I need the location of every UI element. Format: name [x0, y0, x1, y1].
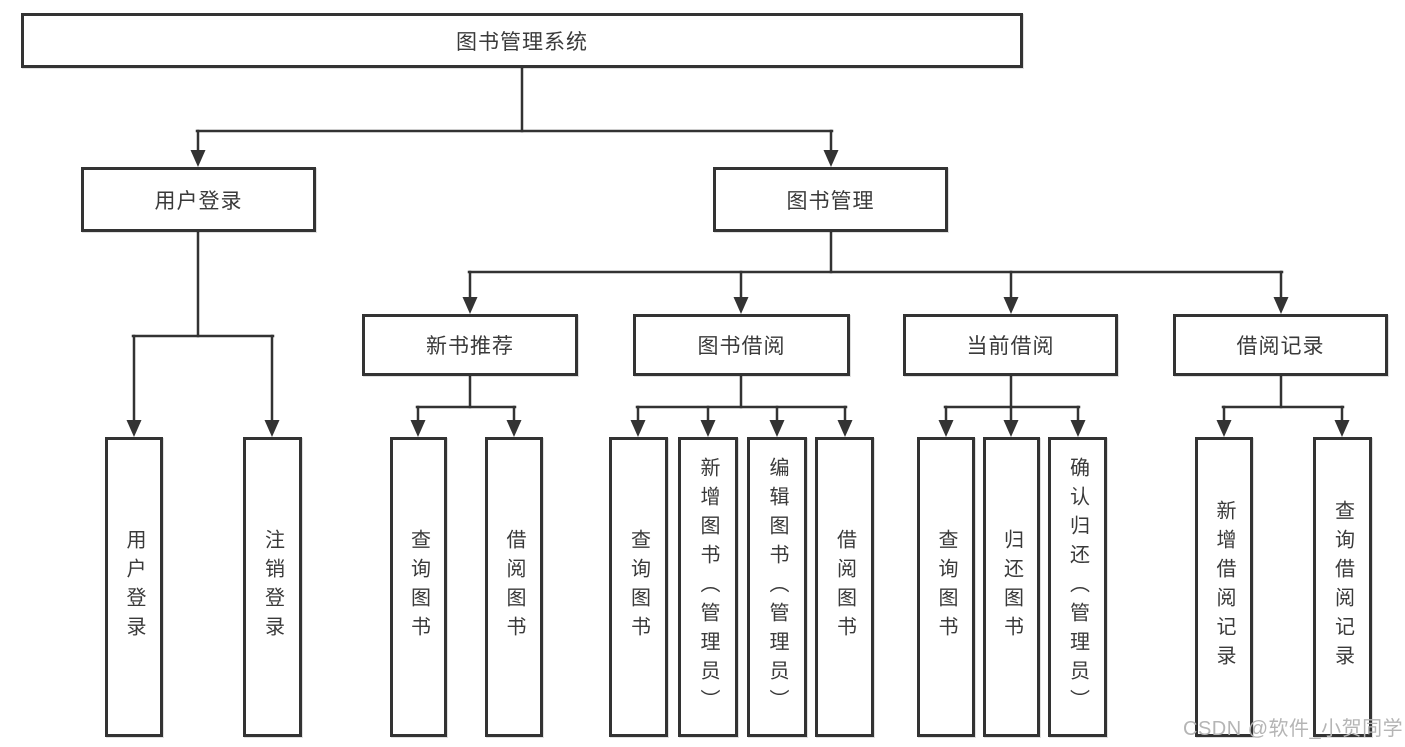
node-current-borrow: 当前借阅	[903, 314, 1118, 376]
leaf-borrow-books: 借阅图书	[815, 437, 874, 737]
leaf-label: 查询借阅记录	[1331, 500, 1354, 674]
leaf-label: 查询图书	[627, 529, 650, 645]
leaf-label: 新增借阅记录	[1213, 500, 1235, 674]
node-new-book-recommend: 新书推荐	[362, 314, 578, 376]
leaf-label: 查询图书	[935, 529, 957, 645]
node-book-borrow: 图书借阅	[633, 314, 850, 376]
leaf-logout: 注销登录	[243, 437, 302, 737]
leaf-query-books-borrow: 查询图书	[609, 437, 668, 737]
leaf-label: 归还图书	[1000, 529, 1023, 645]
leaf-query-borrow-record: 查询借阅记录	[1313, 437, 1372, 737]
leaf-borrow-books-recommend: 借阅图书	[485, 437, 543, 737]
leaf-edit-books-admin: 编辑图书（管理员）	[747, 437, 807, 737]
leaf-label: 确认归还（管理员）	[1066, 456, 1089, 718]
leaf-return-books: 归还图书	[983, 437, 1040, 737]
leaf-add-borrow-record: 新增借阅记录	[1195, 437, 1253, 737]
csdn-watermark: CSDN @软件_小贺同学	[1183, 718, 1404, 740]
leaf-confirm-return-admin: 确认归还（管理员）	[1048, 437, 1107, 737]
leaf-label: 查询图书	[407, 529, 430, 645]
leaf-label: 编辑图书（管理员）	[766, 456, 788, 718]
leaf-add-books-admin: 新增图书（管理员）	[678, 437, 738, 737]
node-user-login: 用户登录	[81, 167, 316, 232]
leaf-label: 用户登录	[123, 529, 145, 645]
leaf-label: 注销登录	[261, 529, 284, 645]
leaf-query-books-current: 查询图书	[917, 437, 975, 737]
node-book-management: 图书管理	[713, 167, 948, 232]
leaf-user-login: 用户登录	[105, 437, 163, 737]
node-root-system: 图书管理系统	[21, 13, 1023, 68]
node-borrow-records: 借阅记录	[1173, 314, 1388, 376]
leaf-label: 借阅图书	[833, 529, 856, 645]
leaf-query-books-recommend: 查询图书	[390, 437, 447, 737]
leaf-label: 借阅图书	[503, 529, 525, 645]
leaf-label: 新增图书（管理员）	[697, 456, 719, 718]
